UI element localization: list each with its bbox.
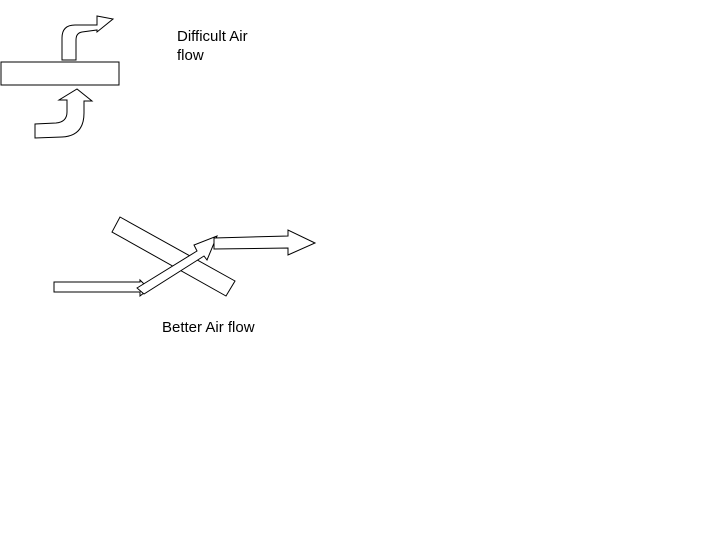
diagonal-airflow-arrow	[136, 235, 218, 295]
airflow-arrow-up-right	[61, 15, 115, 61]
airflow-arrow-curve-up	[34, 88, 94, 139]
difficult-airflow-label: Difficult Air flow	[177, 28, 248, 64]
incoming-airflow-arrow	[53, 278, 150, 298]
better-airflow-group	[53, 216, 317, 298]
horizontal-baffle	[0, 61, 120, 86]
difficult-airflow-group	[0, 15, 120, 139]
outgoing-airflow-arrow	[213, 229, 317, 256]
better-airflow-label: Better Air flow	[162, 319, 255, 336]
